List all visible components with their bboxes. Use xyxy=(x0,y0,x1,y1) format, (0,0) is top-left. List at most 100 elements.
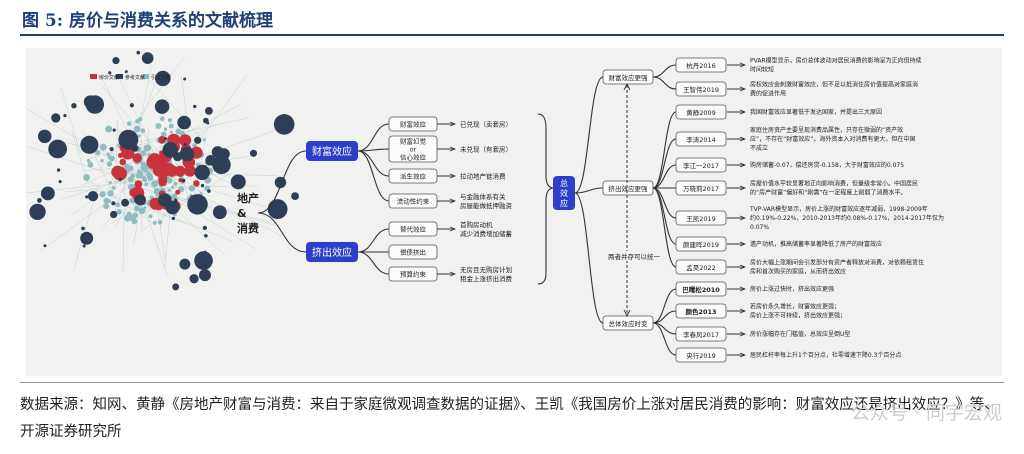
author-name: 央行2019 xyxy=(686,351,716,360)
wealth-node-label: 财富效应 xyxy=(312,145,352,158)
network-node-teal xyxy=(161,131,167,137)
network-node-teal xyxy=(116,209,122,215)
network-node-navy xyxy=(80,135,99,154)
network-node-teal xyxy=(131,212,138,219)
network-node-navy xyxy=(136,50,141,55)
network-node-teal xyxy=(146,173,153,180)
wealth-item-label: 流动性约束 xyxy=(397,196,430,205)
wealth-desc: 未兑现（有套房） xyxy=(460,144,512,153)
network-node-navy xyxy=(124,70,128,74)
arrow-head xyxy=(739,185,747,191)
source-rule xyxy=(20,382,1004,383)
wealth-node xyxy=(306,141,358,161)
network-node-teal xyxy=(108,155,115,162)
network-node-red xyxy=(193,180,200,187)
network-node-navy xyxy=(37,129,52,144)
network-node-navy xyxy=(198,269,211,282)
arrow-head xyxy=(449,198,457,204)
legend-label: 参考文献 xyxy=(125,74,145,81)
arrow-head-down xyxy=(623,309,631,318)
diagram-canvas: 房价文献参考文献引证文献地产&消费财富效应挤出效应财富效应已兑现（卖套房）财富幻… xyxy=(0,50,944,363)
arrow-head xyxy=(739,162,747,168)
network-node-teal xyxy=(86,159,91,163)
legend-label: 引证文献 xyxy=(151,74,171,81)
network-node-navy xyxy=(63,114,67,118)
network-node-navy xyxy=(181,178,186,183)
arrow-head xyxy=(739,62,747,68)
author-connector xyxy=(652,164,677,189)
network-edge xyxy=(65,189,94,193)
network-node-navy xyxy=(183,143,187,147)
network-node-teal xyxy=(169,130,173,134)
wealth-desc: 已兑现（卖套房） xyxy=(460,119,512,128)
author-name: 王凯2019 xyxy=(686,215,716,223)
arrow-head xyxy=(449,173,457,179)
author-finding: 房和首次购买的家庭，从而挤出效应 xyxy=(750,268,846,276)
author-finding: 房价涨幅存在门槛值，总效应呈倒U型 xyxy=(750,330,850,338)
network-node-navy xyxy=(85,95,105,114)
title-rule xyxy=(20,34,1004,36)
author-finding: 家庭住房资产主要呈现消费品属性，只存在微弱的“资产效 xyxy=(750,126,903,134)
author-connector xyxy=(652,288,677,324)
arrow-head xyxy=(739,308,747,314)
network-node-teal xyxy=(171,185,175,190)
network-node-navy xyxy=(203,170,207,174)
author-node xyxy=(675,236,727,252)
network-edge xyxy=(119,177,138,192)
network-node-navy xyxy=(202,117,209,124)
author-finding: 居民杠杆率每上升1个百分点，社零增速下降0.3个百分点 xyxy=(750,351,901,359)
network-node-teal xyxy=(135,173,141,179)
network-node-teal xyxy=(141,163,149,170)
network-node-navy xyxy=(165,200,180,215)
network-node-teal xyxy=(133,125,141,133)
network-node-teal xyxy=(167,188,171,192)
author-name: 李涛2014 xyxy=(686,135,716,144)
arrow-head xyxy=(449,226,457,232)
network-node-teal xyxy=(99,191,106,198)
author-finding: 遗产动机，推高储蓄率显著降低了房产的财富效应 xyxy=(750,240,882,248)
author-node xyxy=(675,104,727,120)
author-name: 李江一2017 xyxy=(683,161,719,170)
author-connector xyxy=(652,138,677,189)
wealth-desc: 拉动地产链消费 xyxy=(460,171,506,180)
network-node-navy xyxy=(202,225,207,231)
network-node-navy xyxy=(108,71,112,75)
network-node-teal xyxy=(144,182,149,187)
summary-label: 应 xyxy=(560,198,568,208)
network-node-teal xyxy=(178,186,185,193)
network-node-red xyxy=(134,180,143,188)
summary-label: 效 xyxy=(560,188,568,198)
network-node-navy xyxy=(37,198,42,203)
network-node-red xyxy=(178,178,183,183)
author-node xyxy=(675,259,727,275)
network-node-red xyxy=(117,152,124,158)
network-node-teal xyxy=(151,180,158,188)
figure-title: 图 5: 房价与消费关系的文献梳理 xyxy=(22,11,273,31)
network-edge xyxy=(143,205,234,242)
author-node xyxy=(675,180,727,196)
network-node-navy xyxy=(155,70,171,87)
crowd-desc: 租金上涨挤出消费 xyxy=(460,274,513,283)
network-node-teal xyxy=(138,207,146,214)
author-name: 万晓莉2017 xyxy=(683,184,719,193)
network-node-navy xyxy=(112,128,116,132)
network-node-navy xyxy=(212,205,227,220)
network-node-navy xyxy=(48,139,67,159)
network-node-teal xyxy=(156,179,160,184)
network-node-navy xyxy=(112,56,120,65)
network-node-teal xyxy=(167,118,172,123)
network-node-teal xyxy=(87,161,94,168)
branch-crowd xyxy=(257,212,307,253)
network-node-teal xyxy=(106,161,113,167)
network-node-navy xyxy=(109,146,114,152)
network-node-teal xyxy=(107,190,114,197)
author-connector xyxy=(652,310,677,324)
root-label: & xyxy=(237,207,247,220)
author-name: 杭丹2016 xyxy=(686,61,716,70)
crowd-connector xyxy=(357,251,390,275)
author-node xyxy=(675,210,727,226)
wealth-item-label: 信心效应 xyxy=(400,152,427,161)
author-connector xyxy=(652,322,677,356)
author-node xyxy=(675,157,727,173)
wealth-item-label: 财富效应 xyxy=(400,119,427,128)
